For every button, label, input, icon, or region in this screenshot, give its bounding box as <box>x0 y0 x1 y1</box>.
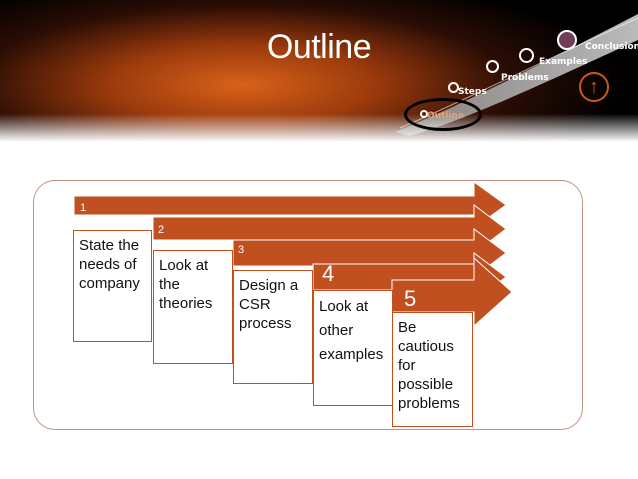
diagram-frame <box>33 180 583 430</box>
nav-item-problems[interactable]: Problems <box>501 73 549 83</box>
step-text-2: Look at the theories <box>159 257 213 312</box>
step-number-3: 3 <box>238 244 245 256</box>
nav-dot-problems[interactable] <box>486 60 499 73</box>
step-number-4: 4 <box>322 261 335 286</box>
step-number-1: 1 <box>80 202 87 214</box>
nav-dot-examples[interactable] <box>519 48 534 63</box>
step-box-2: Look at the theories <box>153 250 233 364</box>
nav-item-conclusion[interactable]: Conclusion <box>585 42 638 52</box>
current-section-highlight <box>404 98 482 131</box>
step-box-4: Look at other examples <box>313 290 393 406</box>
step-text-3: Design a CSR process <box>239 277 299 332</box>
step-text-5: Be cautious for possible problems <box>398 319 460 412</box>
step-number-2: 2 <box>158 224 165 236</box>
header-banner <box>0 0 638 142</box>
nav-dot-steps[interactable] <box>448 82 459 93</box>
step-text-4: Look at other examples <box>319 298 384 363</box>
nav-dot-conclusion[interactable] <box>557 30 577 50</box>
step-number-5: 5 <box>404 286 417 311</box>
nav-item-steps[interactable]: Steps <box>458 87 487 97</box>
header-fade <box>0 0 638 142</box>
nav-item-examples[interactable]: Examples <box>539 57 588 67</box>
step-box-3: Design a CSR process <box>233 270 313 384</box>
step-box-1: State the needs of company <box>73 230 152 342</box>
page-title: Outline <box>266 28 372 66</box>
step-text-1: State the needs of company <box>79 237 140 292</box>
up-arrow-icon[interactable]: ↑ <box>579 72 609 102</box>
step-box-5: Be cautious for possible problems <box>392 312 473 427</box>
